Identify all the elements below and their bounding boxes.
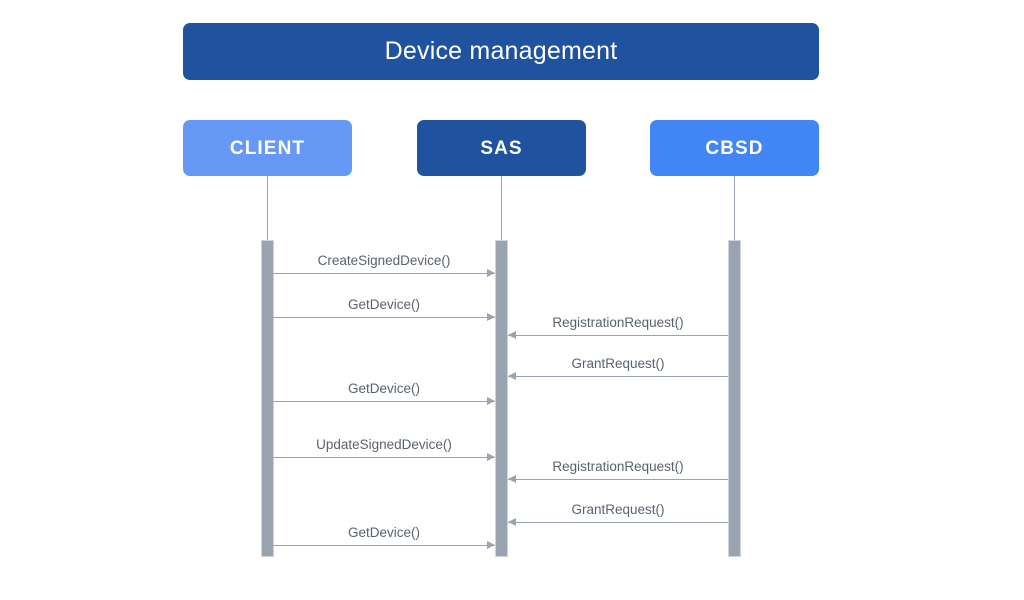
arrow-head-left-icon — [508, 331, 516, 339]
message-label: GrantRequest() — [571, 355, 665, 371]
activation-bar-sas — [495, 240, 508, 557]
message-label: GetDevice() — [347, 296, 420, 312]
message-label: GetDevice() — [347, 380, 420, 396]
activation-bar-client — [261, 240, 274, 557]
arrow-head-right-icon — [487, 313, 495, 321]
arrow-head-left-icon — [508, 518, 516, 526]
message-label: RegistrationRequest() — [552, 458, 684, 474]
lifeline-sas — [501, 176, 502, 241]
message-line — [273, 273, 495, 274]
message-line — [508, 376, 728, 377]
arrow-head-right-icon — [487, 541, 495, 549]
message-label: GetDevice() — [347, 524, 420, 540]
activation-bar-cbsd — [728, 240, 741, 557]
message-line — [508, 479, 728, 480]
arrow-head-left-icon — [508, 475, 516, 483]
participant-cbsd[interactable]: CBSD — [650, 120, 819, 176]
participant-sas-label: SAS — [480, 137, 523, 159]
arrow-head-right-icon — [487, 397, 495, 405]
participant-client-label: CLIENT — [229, 137, 306, 159]
message-line — [273, 457, 495, 458]
participant-client[interactable]: CLIENT — [183, 120, 352, 176]
arrow-head-left-icon — [508, 372, 516, 380]
message-line — [273, 317, 495, 318]
message-label: RegistrationRequest() — [552, 314, 684, 330]
participant-cbsd-label: CBSD — [705, 137, 764, 159]
message-line — [508, 335, 728, 336]
message-line — [508, 522, 728, 523]
diagram-title-bar: Device management — [183, 23, 819, 80]
message-label: GrantRequest() — [571, 501, 665, 517]
arrow-head-right-icon — [487, 269, 495, 277]
message-line — [273, 545, 495, 546]
message-line — [273, 401, 495, 402]
participant-sas[interactable]: SAS — [417, 120, 586, 176]
message-label: CreateSignedDevice() — [317, 252, 451, 268]
lifeline-cbsd — [734, 176, 735, 241]
lifeline-client — [267, 176, 268, 241]
diagram-title: Device management — [384, 37, 618, 65]
arrow-head-right-icon — [487, 453, 495, 461]
message-label: UpdateSignedDevice() — [316, 436, 452, 452]
